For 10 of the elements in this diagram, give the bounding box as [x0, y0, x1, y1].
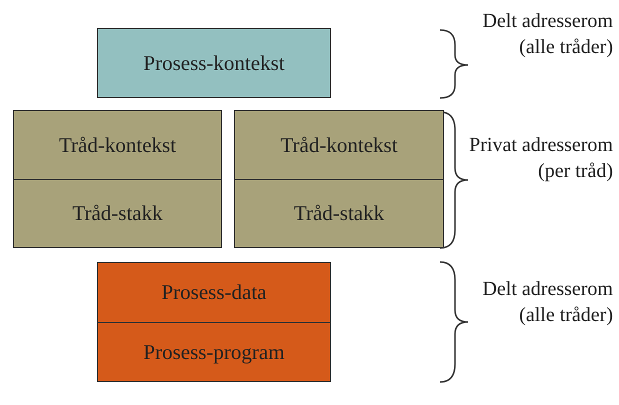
memory-block: Prosess-data [97, 262, 331, 323]
memory-block: Prosess-kontekst [97, 28, 331, 98]
memory-block: Tråd-stakk [13, 179, 222, 248]
region-label: Privat adresserom (per tråd) [468, 133, 613, 184]
memory-block: Tråd-kontekst [234, 110, 444, 180]
region-label: Delt adresserom (alle tråder) [481, 9, 613, 60]
memory-block: Tråd-stakk [234, 179, 444, 248]
region-label: Delt adresserom (alle tråder) [481, 277, 613, 328]
memory-block: Tråd-kontekst [13, 110, 222, 180]
memory-block: Prosess-program [97, 322, 331, 382]
